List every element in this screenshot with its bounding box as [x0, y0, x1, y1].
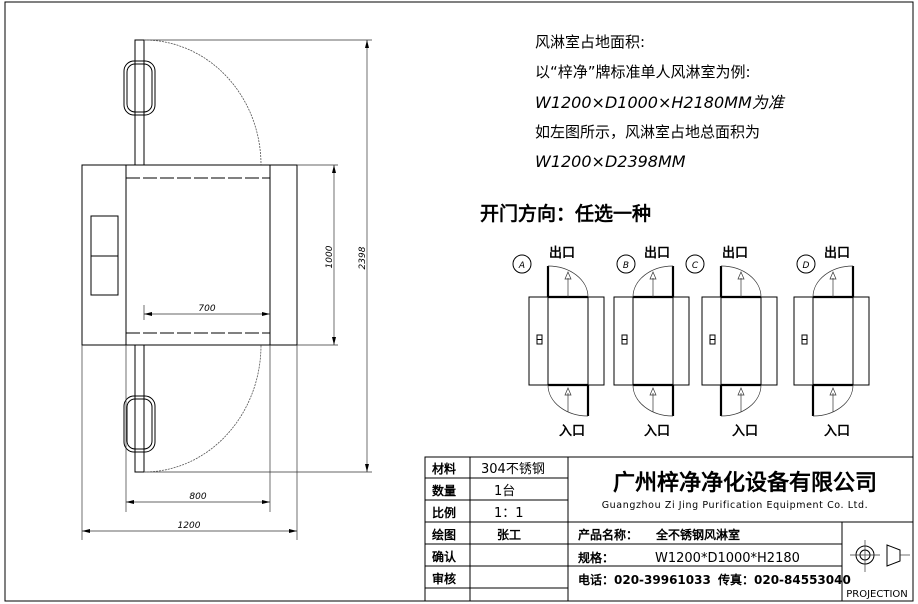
dim-label: 700: [198, 304, 215, 314]
quantity-value: 1台: [494, 484, 515, 499]
company-name-en: Guangzhou Zi Jing Purification Equipment…: [602, 500, 869, 511]
exit-door-swing: [720, 265, 762, 298]
variant-id: B: [623, 261, 629, 271]
arrow-up-icon: [649, 271, 657, 280]
dim-label: 1000: [325, 245, 335, 268]
variant-id: D: [803, 261, 810, 271]
title-block: 材料 304不锈钢 数量 1台 比例 1：1 绘图 张工 确认 审核 广州梓净净…: [424, 456, 914, 602]
exit-label: 出口: [824, 245, 850, 261]
variant-marker: [616, 254, 636, 274]
door-handle: [123, 60, 156, 116]
drawn-by-value: 张工: [497, 527, 521, 542]
entry-door-swing: [812, 384, 854, 417]
area-notes: 风淋室占地面积: 以“梓净”牌标准单人风淋室为例: W1200×D1000×H2…: [535, 33, 786, 171]
cabinet-outline: [793, 296, 870, 386]
material-label: 材料: [431, 461, 456, 476]
product-value: 全不锈钢风淋室: [655, 527, 740, 542]
dim-label: 1200: [178, 521, 201, 531]
dim-700: 700: [144, 304, 270, 316]
arrow-up-icon: [564, 271, 572, 280]
confirm-label: 确认: [432, 549, 457, 564]
arrow-up-icon: [564, 387, 572, 396]
note-line: 以“梓净”牌标准单人风淋室为例:: [535, 63, 751, 81]
variant-marker: [685, 254, 705, 274]
exit-label: 出口: [644, 245, 670, 261]
dim-2398: 2398: [358, 40, 369, 472]
dim-label: 800: [189, 492, 206, 502]
entry-door-swing: [632, 384, 674, 417]
projection-symbol-icon: [850, 540, 910, 572]
entry-label: 入口: [732, 424, 758, 439]
arrow-up-icon: [737, 271, 745, 280]
exit-door-swing: [547, 265, 589, 298]
note-line: 如左图所示，风淋室占地总面积为: [535, 123, 760, 141]
dim-label: 2398: [358, 246, 368, 269]
cabinet-outline: [528, 296, 605, 386]
dim-800: 800: [126, 492, 270, 504]
exit-label: 出口: [549, 245, 575, 261]
arrow-up-icon: [737, 387, 745, 396]
dim-1000: 1000: [325, 165, 336, 345]
exit-door: [123, 39, 372, 166]
scale-value: 1：1: [494, 506, 524, 521]
quantity-label: 数量: [432, 483, 456, 498]
drawn-by-label: 绘图: [432, 527, 456, 542]
entry-door-swing: [547, 384, 589, 417]
chamber: [632, 296, 674, 386]
variant-id: A: [518, 261, 525, 271]
door-direction-heading: 开门方向：任选一种: [480, 202, 651, 225]
note-line: 风淋室占地面积:: [535, 33, 645, 51]
cabinet-outline: [81, 164, 298, 346]
note-line: W1200×D2398MM: [535, 152, 686, 171]
entry-label: 入口: [824, 424, 850, 439]
arrow-up-icon: [829, 271, 837, 280]
projection-label: PROJECTION: [846, 589, 908, 600]
dim-1200: 1200: [82, 521, 297, 533]
company-name: 广州梓净净化设备有限公司: [613, 470, 877, 496]
air-shower-plan-view: 2398 1000 700 800 1200: [81, 39, 372, 540]
chamber: [812, 296, 854, 386]
product-label: 产品名称：: [578, 527, 638, 542]
entry-door: [123, 344, 372, 473]
exit-door-swing: [632, 265, 674, 298]
arrow-up-icon: [649, 387, 657, 396]
arrow-up-icon: [829, 387, 837, 396]
spec-value: W1200*D1000*H2180: [655, 551, 800, 566]
chamber: [720, 296, 762, 386]
entry-label: 入口: [644, 424, 670, 439]
scale-label: 比例: [432, 505, 456, 520]
exit-door-swing: [812, 265, 854, 298]
phone: 电话：020-39961033: [578, 572, 711, 587]
variant-id: C: [692, 261, 699, 271]
fax: 传真：020-84553040: [717, 572, 851, 587]
cabinet-outline: [613, 296, 690, 386]
door-handle: [123, 395, 156, 453]
note-line: W1200×D1000×H2180MM为准: [535, 93, 786, 112]
variant-marker: [796, 254, 816, 274]
review-label: 审核: [432, 571, 456, 586]
material-value: 304不锈钢: [481, 462, 545, 477]
entry-door-swing: [720, 384, 762, 417]
chamber: [547, 296, 589, 386]
variant-marker: [512, 254, 532, 274]
cabinet-outline: [701, 296, 778, 386]
exit-label: 出口: [722, 245, 748, 261]
entry-label: 入口: [559, 424, 585, 439]
spec-label: 规格：: [578, 550, 614, 565]
